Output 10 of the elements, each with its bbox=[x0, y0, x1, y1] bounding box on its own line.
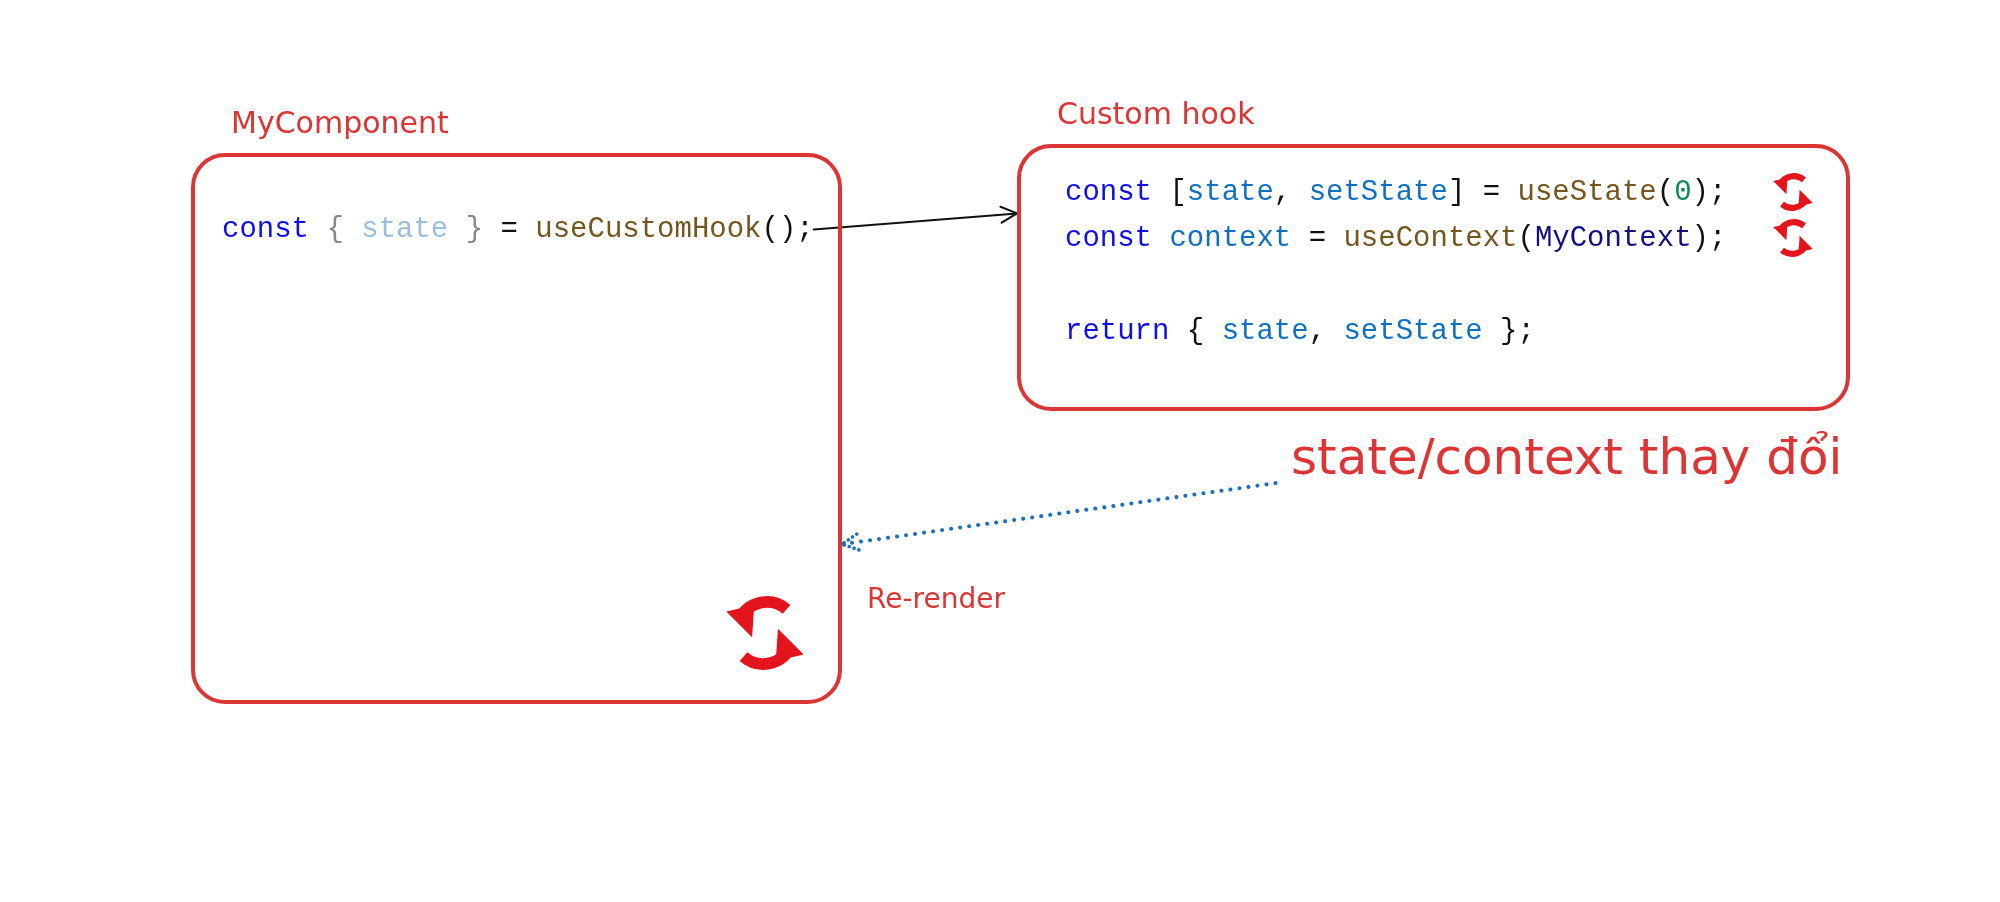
arrow bbox=[812, 205, 1018, 231]
annotation-label: Re-render bbox=[867, 582, 1005, 615]
code-line: const context = useContext(MyContext); bbox=[1065, 222, 1727, 255]
code-line: return { state, setState }; bbox=[1065, 315, 1535, 348]
box-title: MyComponent bbox=[231, 105, 449, 140]
box-title: Custom hook bbox=[1057, 96, 1255, 131]
dotted-arrow bbox=[840, 481, 1278, 552]
code-line: const { state } = useCustomHook(); bbox=[222, 213, 814, 246]
code-line: const [state, setState] = useState(0); bbox=[1065, 176, 1727, 209]
annotation-text: state/context thay đổi bbox=[1291, 428, 1843, 486]
